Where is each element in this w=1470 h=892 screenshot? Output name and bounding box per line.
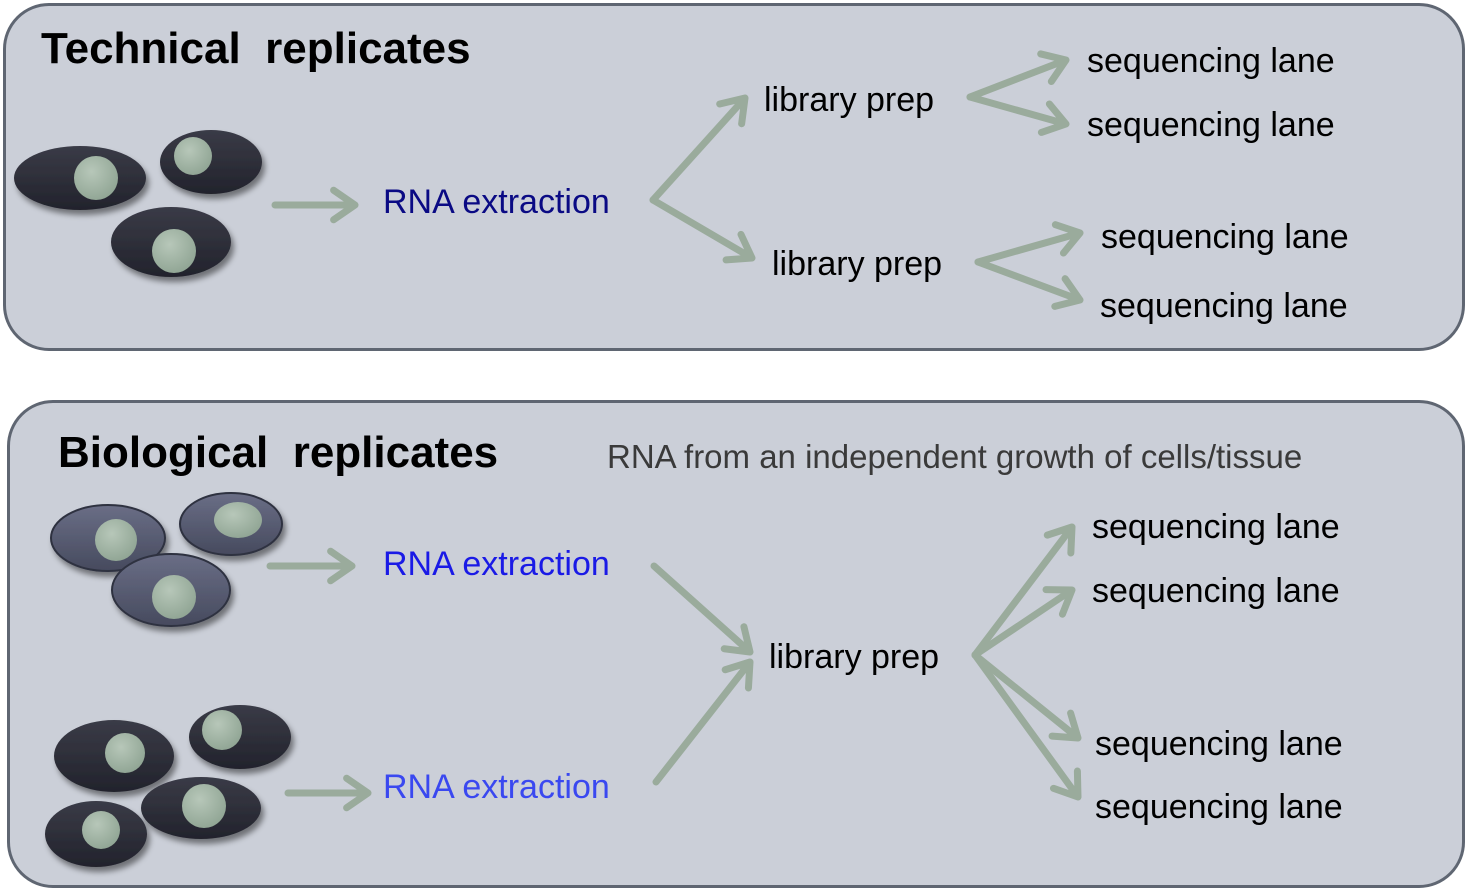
technical-rna-extraction: RNA extraction (383, 183, 610, 221)
arrow-icon (971, 523, 1076, 659)
arrow-icon (971, 651, 1082, 801)
arrow-icon (271, 186, 359, 224)
sequencing-lane: sequencing lane (1087, 42, 1335, 80)
biological-cells-group-1 (50, 492, 283, 627)
arrow-icon (284, 774, 372, 812)
arrow-icon (971, 651, 1082, 742)
biological-cells-group-2 (45, 705, 291, 867)
technical-library-prep-top: library prep (764, 81, 935, 119)
cell-icon (189, 705, 291, 769)
biological-rna-extraction-bottom: RNA extraction (383, 768, 610, 806)
arrow-icon (974, 221, 1084, 266)
sequencing-lane: sequencing lane (1092, 572, 1340, 610)
biological-library-prep: library prep (769, 638, 940, 676)
cell-icon (179, 492, 283, 556)
cell-icon (14, 146, 146, 210)
arrow-icon (971, 586, 1076, 659)
cell-icon (111, 553, 231, 627)
sequencing-lane: sequencing lane (1095, 725, 1343, 763)
sequencing-lane: sequencing lane (1095, 788, 1343, 826)
cell-icon (111, 207, 231, 277)
arrows (266, 50, 1084, 812)
biological-title: Biological replicates (58, 428, 499, 477)
sequencing-lane: sequencing lane (1100, 287, 1348, 325)
sequencing-lane: sequencing lane (1092, 508, 1340, 546)
technical-title: Technical replicates (41, 24, 471, 73)
arrow-icon (266, 547, 356, 585)
arrow-icon (652, 658, 754, 786)
cell-icon (160, 130, 262, 194)
sequencing-lane: sequencing lane (1101, 218, 1349, 256)
technical-library-prep-bottom: library prep (772, 245, 943, 283)
arrow-icon (974, 258, 1084, 310)
arrow-icon (966, 93, 1070, 136)
arrow-icon (966, 50, 1070, 101)
arrow-icon (650, 562, 754, 656)
sequencing-lane: sequencing lane (1087, 106, 1335, 144)
cell-icon (54, 720, 174, 792)
cell-icon (50, 504, 166, 572)
biological-rna-extraction-top: RNA extraction (383, 545, 610, 583)
technical-cells (14, 130, 262, 277)
arrow-icon (649, 196, 756, 264)
cell-icon (141, 777, 261, 839)
cell-icon (45, 801, 147, 867)
arrow-icon (649, 94, 749, 204)
biological-subtitle: RNA from an independent growth of cells/… (607, 438, 1303, 475)
